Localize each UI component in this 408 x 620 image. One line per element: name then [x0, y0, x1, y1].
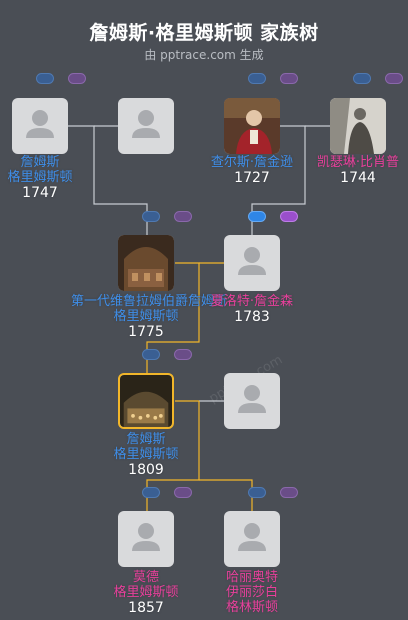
mother-toggle-button[interactable] [385, 73, 403, 84]
page-title: 詹姆斯·格里姆斯顿 家族树 [89, 22, 319, 44]
father-toggle-button[interactable] [248, 73, 266, 84]
person-label: 莫德 格里姆斯顿 1857 [113, 570, 179, 616]
mother-toggle-button[interactable] [280, 487, 298, 498]
mother-toggle-button[interactable] [280, 73, 298, 84]
person-card-james-grimston-1747[interactable] [12, 98, 68, 154]
father-toggle-button[interactable] [353, 73, 371, 84]
person-label: 詹姆斯 格里姆斯顿 1809 [113, 432, 179, 478]
person-card-james-grimston-1809-selected[interactable] [118, 373, 174, 429]
person-card-unknown-spouse[interactable] [118, 98, 174, 154]
father-toggle-button[interactable] [248, 487, 266, 498]
person-card-charlotte-jenkinson[interactable] [224, 235, 280, 291]
father-toggle-button[interactable] [142, 487, 160, 498]
person-label: 凯瑟琳·比肖普 1744 [316, 155, 400, 186]
father-toggle-button[interactable] [36, 73, 54, 84]
mother-toggle-button[interactable] [68, 73, 86, 84]
person-placeholder-icon [238, 385, 266, 413]
person-label: 夏洛特·詹金森 1783 [210, 294, 294, 325]
portrait-photo [330, 98, 386, 154]
person-card-1st-earl-verulam[interactable] [118, 235, 174, 291]
person-card-catherine-bishop[interactable] [330, 98, 386, 154]
person-label: 哈丽奥特 伊丽莎白 格林斯顿 [225, 570, 278, 615]
person-label: 第一代维鲁拉姆伯爵詹姆斯 格里姆斯顿 1775 [71, 294, 228, 340]
person-placeholder-icon [132, 523, 160, 551]
mother-toggle-button[interactable] [174, 211, 192, 222]
person-label: 查尔斯·詹金逊 1727 [210, 155, 294, 186]
person-placeholder-icon [132, 110, 160, 138]
mother-toggle-button[interactable] [280, 211, 298, 222]
connector-line-highlight [199, 479, 253, 511]
portrait-photo [118, 235, 174, 291]
person-card-unknown-spouse[interactable] [224, 373, 280, 429]
father-toggle-button[interactable] [142, 211, 160, 222]
portrait-photo [224, 98, 280, 154]
mother-toggle-button[interactable] [174, 487, 192, 498]
mother-toggle-button[interactable] [174, 349, 192, 360]
portrait-photo [120, 375, 172, 427]
person-placeholder-icon [238, 523, 266, 551]
person-label: 詹姆斯 格里姆斯顿 1747 [7, 155, 73, 201]
person-placeholder-icon [26, 110, 54, 138]
person-placeholder-icon [238, 247, 266, 275]
person-card-charles-jenkinson[interactable] [224, 98, 280, 154]
father-toggle-button[interactable] [248, 211, 266, 222]
person-card-maud-grimston[interactable] [118, 511, 174, 567]
person-card-harriot-elizabeth-grimston[interactable] [224, 511, 280, 567]
father-toggle-button[interactable] [142, 349, 160, 360]
page-subtitle: 由 pptrace.com 生成 [144, 48, 264, 62]
